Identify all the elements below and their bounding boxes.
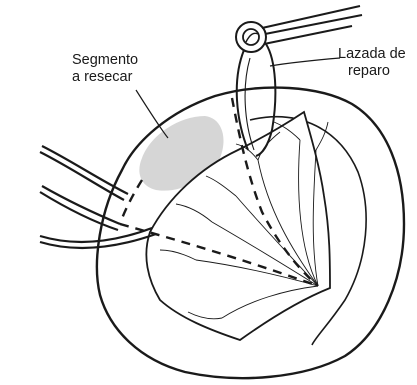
loop-leader-line [270,58,340,66]
clamp-instrument-shafts [262,6,362,44]
segment-label-line1: Segmento [72,52,138,68]
loop-label-line1: Lazada de [338,46,406,62]
ring-clamp-inner [243,29,259,45]
segment-label-line2: a resecar [72,69,133,85]
loop-label-line2: reparo [348,63,390,79]
